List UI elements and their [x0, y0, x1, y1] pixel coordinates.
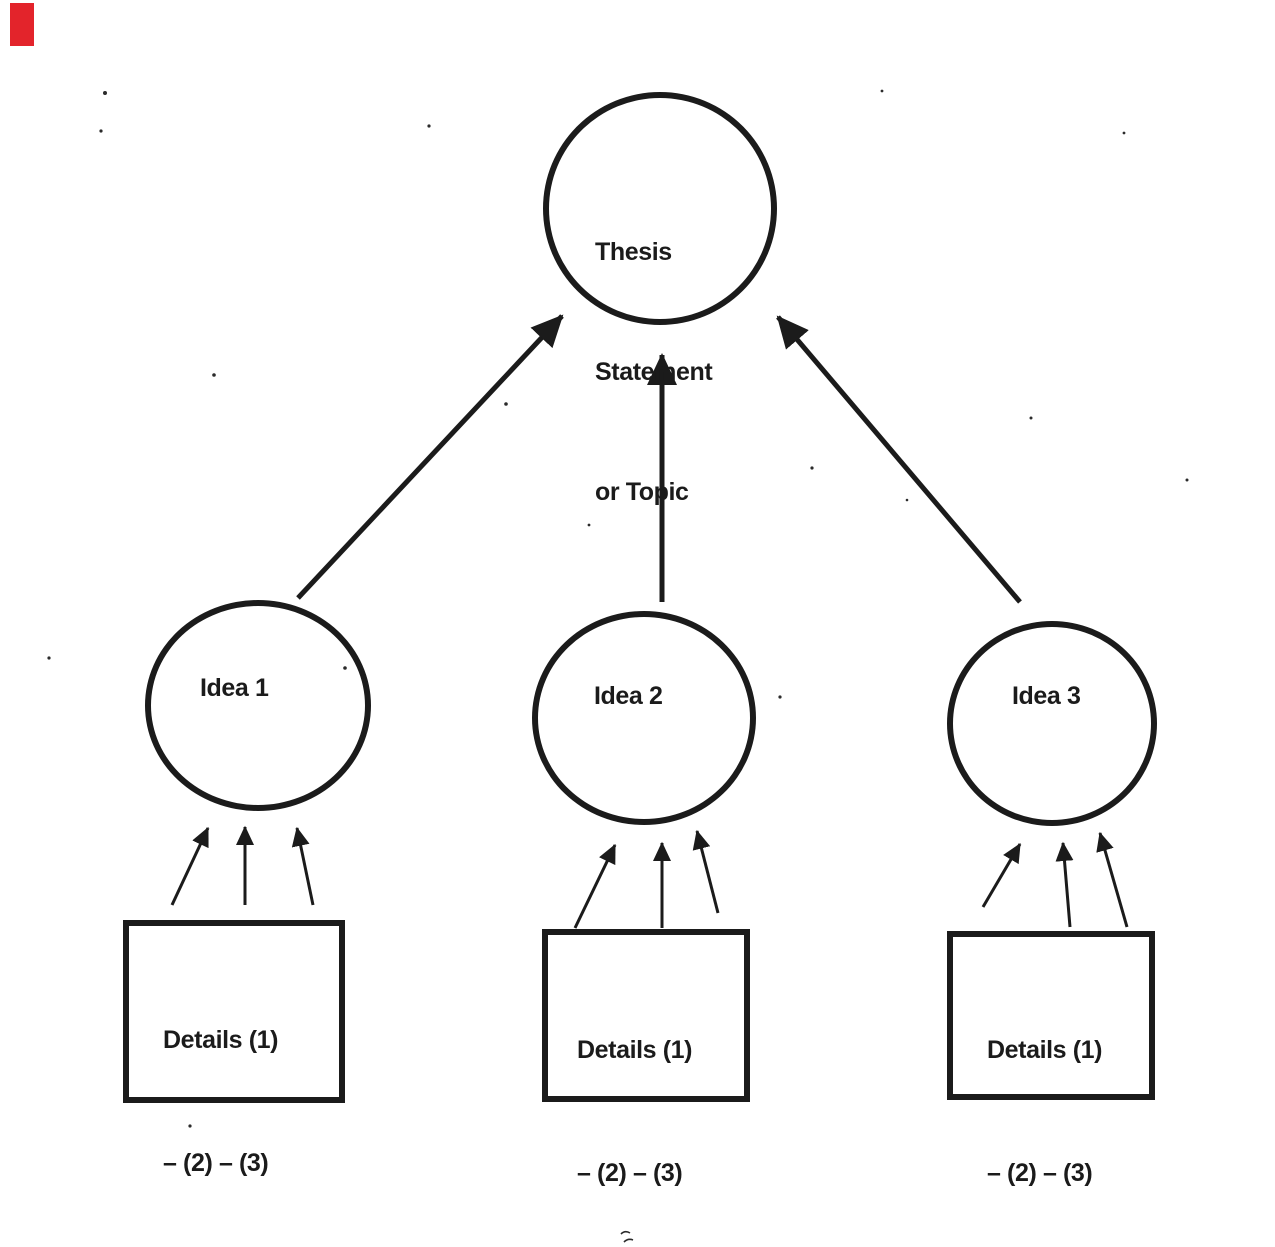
thesis-label-line2: Statement	[595, 358, 713, 386]
idea2-circle	[532, 611, 756, 825]
details3-box	[947, 931, 1155, 1100]
arrow-idea3-to-thesis	[776, 315, 1022, 604]
details2-box	[542, 929, 750, 1102]
scan-squiggle-mark	[620, 1230, 634, 1243]
red-scan-mark	[10, 3, 34, 46]
arrow-details3-middle	[1055, 841, 1074, 928]
arrow-details3-left	[981, 842, 1022, 908]
details2-line1: Details (1)	[577, 1036, 693, 1064]
scan-noise-specks	[47, 89, 1189, 1128]
details3-label: Details (1) – (2) – (3) etc	[987, 948, 1102, 1247]
details2-line2: – (2) – (3)	[577, 1159, 683, 1187]
idea3-label: Idea 3	[1012, 682, 1081, 710]
thesis-label-line3: or Topic	[595, 478, 689, 506]
details1-line1: Details (1)	[163, 1026, 279, 1054]
details1-label: Details (1) – (2) – (3) etc	[163, 938, 278, 1247]
arrow-idea1-to-thesis	[296, 314, 564, 600]
arrow-details1-left	[170, 826, 210, 906]
arrow-details3-right	[1096, 831, 1129, 928]
thesis-label: Thesis Statement or Topic	[595, 152, 713, 592]
details2-label: Details (1) – (2) – (3) etc	[577, 948, 692, 1247]
idea1-circle	[145, 600, 371, 811]
details1-line2: – (2) – (3)	[163, 1149, 269, 1177]
idea1-label: Idea 1	[200, 674, 269, 702]
details1-box	[123, 920, 345, 1103]
arrow-details2-right	[692, 829, 720, 914]
arrow-details1-right	[291, 826, 315, 906]
details3-line2: – (2) – (3)	[987, 1159, 1093, 1187]
thesis-circle	[543, 92, 777, 325]
thesis-label-line1: Thesis	[595, 238, 672, 266]
arrow-details2-left	[573, 843, 617, 929]
details3-line1: Details (1)	[987, 1036, 1103, 1064]
idea2-label: Idea 2	[594, 682, 663, 710]
idea3-circle	[947, 621, 1157, 826]
